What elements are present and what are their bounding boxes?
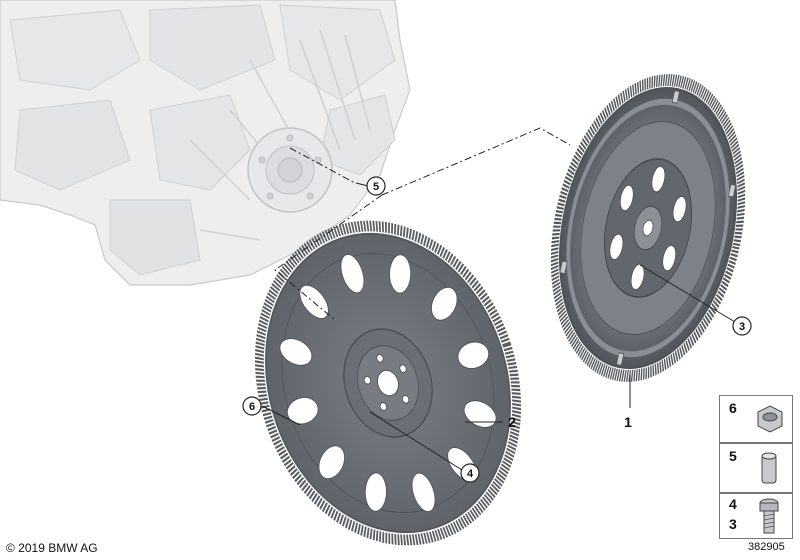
legend-number: 5 xyxy=(729,448,737,464)
part-label-1: 1 xyxy=(624,414,632,430)
bolt-icon xyxy=(759,498,779,534)
callout-4: 4 xyxy=(460,463,480,483)
part-label-2: 2 xyxy=(508,414,516,430)
hex-nut-icon xyxy=(757,405,783,433)
callout-5: 5 xyxy=(366,176,386,196)
svg-text:5: 5 xyxy=(373,181,379,193)
callout-6: 6 xyxy=(242,396,262,416)
dual-mass-flywheel xyxy=(550,74,746,382)
flexplate-with-ring-gear xyxy=(255,220,521,546)
dowel-pin-icon xyxy=(761,452,777,484)
legend-box-bolt: 4 3 xyxy=(719,493,793,539)
svg-text:4: 4 xyxy=(467,468,474,480)
leader-lines xyxy=(261,182,736,471)
legend-box-nut: 6 xyxy=(719,395,793,443)
legend-number: 3 xyxy=(729,516,737,532)
svg-text:3: 3 xyxy=(739,321,745,333)
diagram-id: 382905 xyxy=(748,541,785,553)
callout-3: 3 xyxy=(732,316,752,336)
engine-block xyxy=(0,0,411,286)
legend-box-dowel: 5 xyxy=(719,443,793,493)
legend-number: 4 xyxy=(729,496,737,512)
legend-number: 6 xyxy=(729,400,737,416)
svg-text:6: 6 xyxy=(249,401,255,413)
assembly-lines xyxy=(274,127,571,321)
copyright-text: © 2019 BMW AG xyxy=(6,541,98,555)
